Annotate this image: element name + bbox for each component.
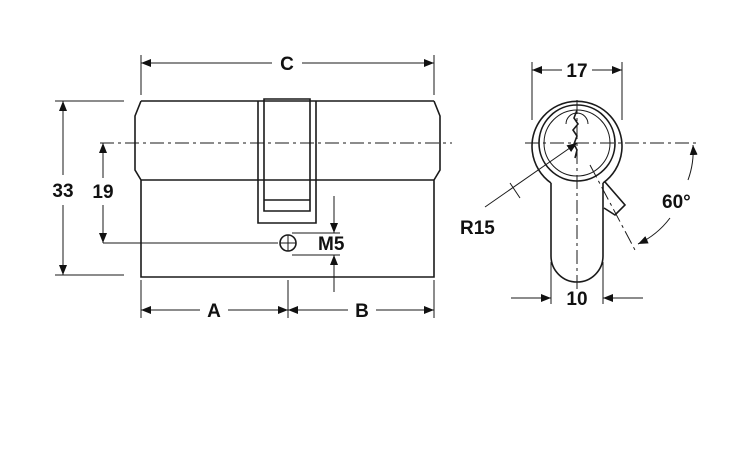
dim-label-b: B [355, 301, 369, 322]
cylinder-body [134, 100, 441, 278]
dim-label-60-degrees: 60° [662, 192, 691, 213]
cam [257, 98, 317, 224]
dim-label-33: 33 [52, 181, 73, 202]
dim-label-m5: M5 [318, 234, 345, 255]
front-view: C A B 33 19 M5 [52, 54, 452, 322]
screw-hole [279, 234, 297, 252]
dim-label-19: 19 [92, 182, 113, 203]
dim-label-17: 17 [566, 61, 587, 82]
side-view: 17 R15 60° 10 [460, 61, 700, 310]
dim-label-c: C [280, 54, 294, 75]
cam [603, 181, 627, 217]
dim-label-a: A [207, 301, 221, 322]
cam-axis-line [589, 164, 636, 251]
dim-label-10: 10 [566, 289, 587, 310]
dim-label-r15: R15 [460, 218, 495, 239]
